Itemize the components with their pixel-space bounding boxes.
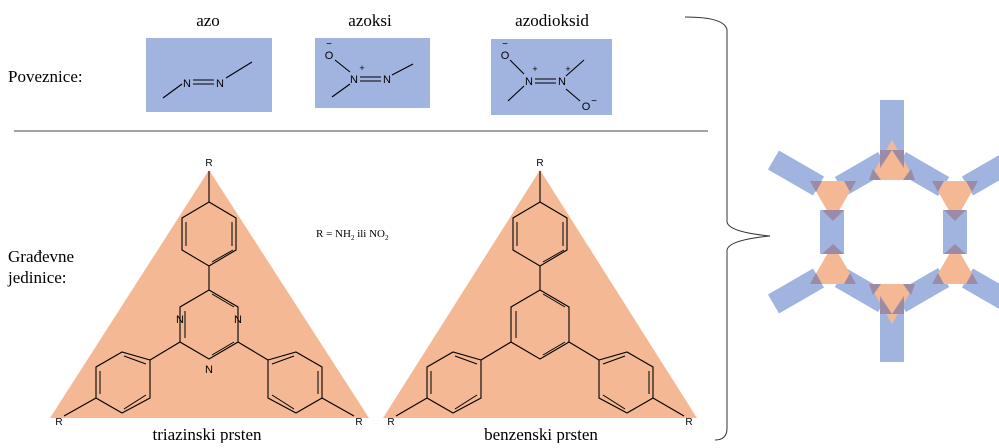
azoksi-o-charge: −: [326, 39, 332, 50]
triazine-caption: triazinski prsten: [152, 425, 262, 443]
azoksi-linker: O − N + N: [315, 38, 430, 108]
building-blocks-label-line1: Građevne: [8, 247, 74, 266]
substituent-note: R = NH2 ili NO2: [316, 228, 389, 242]
overlap: [944, 244, 966, 254]
framework-schematic: [767, 100, 999, 362]
overlap: [844, 273, 856, 284]
overlap: [822, 244, 844, 254]
triazine-n1: N: [176, 314, 184, 326]
substituent-note-mid: ili NO: [354, 228, 385, 240]
linker-title-azodioksid: azodioksid: [515, 11, 589, 30]
overlap: [932, 273, 944, 284]
triazine-triangle: [50, 170, 369, 418]
triazine-r-top: R: [205, 158, 212, 169]
azo-box: [146, 38, 272, 112]
triazine-r-left: R: [55, 417, 62, 428]
framework-nodes: [810, 140, 978, 324]
overlap: [903, 169, 915, 180]
substituent-note-sub1: 2: [351, 234, 355, 242]
framework-linkers: [767, 100, 999, 362]
triazine-n3: N: [205, 364, 213, 376]
azoksi-o: O: [325, 50, 334, 62]
building-blocks-label-line2: jedinice:: [7, 268, 67, 287]
benzene-r-top: R: [536, 158, 543, 169]
node-triangle: [932, 181, 978, 221]
linker-bar: [767, 150, 825, 196]
overlap: [932, 181, 944, 192]
benzene-triangle: [383, 170, 697, 418]
azoksi-n1: N: [350, 74, 358, 86]
overlap: [869, 284, 881, 295]
overlap: [810, 181, 822, 192]
linker-bar: [961, 268, 999, 314]
azodioksid-n1-charge: +: [532, 64, 537, 74]
overlap: [869, 169, 881, 180]
curly-brace: [684, 16, 771, 441]
azoksi-n2: N: [383, 74, 391, 86]
overlap: [966, 273, 978, 284]
azodioksid-o1-charge: −: [502, 39, 508, 50]
overlap: [944, 210, 966, 221]
azodioksid-n2-charge: +: [565, 64, 570, 74]
azodioksid-linker: O − N + N + O −: [491, 39, 612, 115]
node-triangle: [869, 140, 915, 180]
node-triangle: [810, 181, 856, 221]
substituent-note-prefix: R = NH: [316, 228, 351, 240]
azoksi-n1-charge: +: [359, 63, 364, 73]
linkers-label: Poveznice:: [8, 67, 83, 86]
overlap: [903, 284, 915, 295]
overlap: [822, 210, 844, 221]
node-triangle: [932, 244, 978, 284]
benzene-structure: R R R: [387, 158, 692, 428]
azodioksid-o2: O: [582, 101, 591, 113]
triazine-n2: N: [234, 314, 242, 326]
framework-overlaps: [810, 150, 978, 314]
substituent-note-sub2: 2: [385, 234, 389, 242]
azodioksid-n1: N: [525, 76, 533, 88]
benzene-r-left: R: [387, 417, 394, 428]
azodioksid-box: [491, 39, 612, 115]
azo-n2: N: [216, 78, 224, 90]
overlap: [892, 296, 904, 314]
node-triangle: [869, 284, 915, 324]
linker-title-azoksi: azoksi: [348, 11, 392, 30]
overlap: [810, 273, 822, 284]
azoksi-box: [315, 38, 430, 108]
triazine-r-right: R: [355, 417, 362, 428]
overlap: [844, 181, 856, 192]
azodioksid-o1: O: [501, 50, 510, 62]
triazine-structure: R N N N R R: [55, 158, 362, 428]
overlap: [880, 296, 892, 314]
linker-title-azo: azo: [196, 11, 220, 30]
overlap: [966, 181, 978, 192]
azodioksid-n2: N: [558, 76, 566, 88]
benzene-r-right: R: [685, 417, 692, 428]
node-triangle: [810, 244, 856, 284]
overlap: [880, 150, 892, 168]
azo-linker: N N: [146, 38, 272, 112]
azodioksid-o2-charge: −: [591, 96, 597, 107]
benzene-caption: benzenski prsten: [484, 425, 598, 443]
azo-n1: N: [183, 78, 191, 90]
overlap: [892, 150, 904, 168]
linker-bar: [767, 268, 825, 314]
